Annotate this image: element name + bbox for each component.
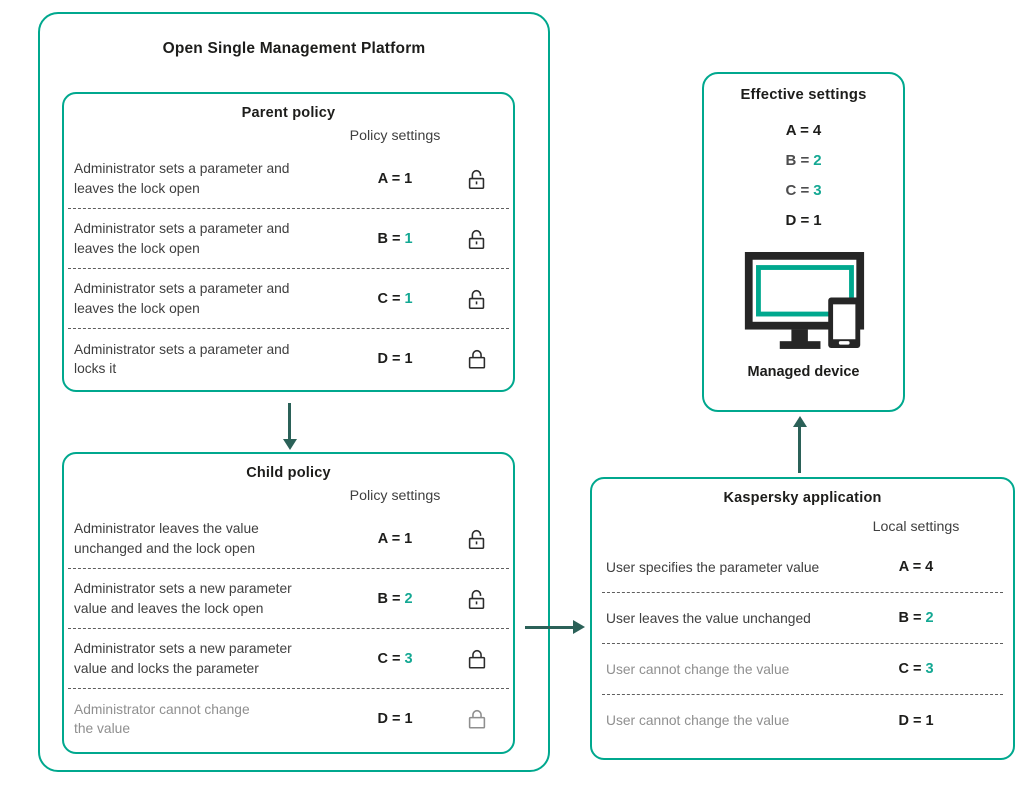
setting-value: A =1 xyxy=(377,170,413,187)
table-row: Administrator sets a parameter and locks… xyxy=(68,329,509,389)
parent-policy-box: Parent policy Policy settings Administra… xyxy=(62,92,515,392)
table-row: Administrator sets a new parameter value… xyxy=(68,569,509,629)
table-row: Administrator sets a new parameter value… xyxy=(68,629,509,689)
setting-value: C =3 xyxy=(377,650,413,667)
child-policy-box: Child policy Policy settings Administrat… xyxy=(62,452,515,754)
effective-settings-box: Effective settings A =4 B =2 C =3 D =1 xyxy=(702,72,905,412)
managed-device-icon xyxy=(704,248,903,351)
row-description: User leaves the value unchanged xyxy=(606,610,811,626)
child-policy-settings-header-row: Policy settings xyxy=(68,482,509,509)
table-row: Administrator cannot change the value D … xyxy=(68,689,509,749)
row-description: User cannot change the value xyxy=(606,661,790,677)
parent-policy-settings-header-row: Policy settings xyxy=(68,122,509,149)
row-description: Administrator sets a parameter and leave… xyxy=(74,221,290,256)
effective-value: D =1 xyxy=(785,211,822,229)
row-description: Administrator sets a parameter and leave… xyxy=(74,161,290,196)
kaspersky-application-title: Kaspersky application xyxy=(723,490,882,506)
table-row: User specifies the parameter value A =4 xyxy=(602,542,1003,593)
row-description: Administrator sets a parameter and locks… xyxy=(74,341,290,376)
lock-closed-icon xyxy=(445,347,509,371)
table-row: User cannot change the value D =1 xyxy=(602,695,1003,746)
lock-open-icon xyxy=(445,587,509,611)
effective-value: C =3 xyxy=(785,181,822,199)
lock-open-icon xyxy=(445,227,509,251)
setting-value: B =2 xyxy=(377,590,413,607)
lock-closed-icon xyxy=(445,707,509,731)
platform-title: Open Single Management Platform xyxy=(162,40,426,57)
row-description: Administrator sets a new parameter value… xyxy=(74,581,292,616)
lock-closed-icon xyxy=(445,647,509,671)
table-row: Administrator leaves the value unchanged… xyxy=(68,509,509,569)
child-policy-settings-header: Policy settings xyxy=(349,487,441,504)
setting-value: D =1 xyxy=(898,712,934,729)
setting-value: A =1 xyxy=(377,530,413,547)
effective-settings-values: A =4 B =2 C =3 D =1 xyxy=(704,115,903,235)
local-settings-header: Local settings xyxy=(872,519,960,535)
lock-open-icon xyxy=(445,527,509,551)
row-description: Administrator leaves the value unchanged… xyxy=(74,521,259,556)
lock-open-icon xyxy=(445,287,509,311)
parent-policy-title: Parent policy xyxy=(241,105,336,121)
setting-value: B =2 xyxy=(898,610,934,626)
table-row: User leaves the value unchanged B =2 xyxy=(602,593,1003,644)
local-settings-header-row: Local settings xyxy=(602,512,1003,542)
row-description: User specifies the parameter value xyxy=(606,559,820,575)
table-row: Administrator sets a parameter and leave… xyxy=(68,209,509,269)
parent-policy-settings-header: Policy settings xyxy=(349,127,441,144)
row-description: Administrator sets a new parameter value… xyxy=(74,641,292,676)
setting-value: C =3 xyxy=(898,661,934,677)
managed-device-label: Managed device xyxy=(747,364,860,380)
row-description: Administrator sets a parameter and leave… xyxy=(74,281,290,316)
table-row: Administrator sets a parameter and leave… xyxy=(68,269,509,329)
effective-settings-title: Effective settings xyxy=(740,87,867,103)
lock-open-icon xyxy=(445,167,509,191)
setting-value: B =1 xyxy=(377,230,413,247)
effective-value: B =2 xyxy=(785,151,822,169)
table-row: User cannot change the value C =3 xyxy=(602,644,1003,695)
row-description: Administrator cannot change the value xyxy=(74,701,250,736)
setting-value: D =1 xyxy=(377,351,413,367)
row-description: User cannot change the value xyxy=(606,713,790,728)
effective-value: A =4 xyxy=(785,121,822,139)
child-policy-title: Child policy xyxy=(246,465,331,481)
setting-value: A =4 xyxy=(898,559,934,575)
table-row: Administrator sets a parameter and leave… xyxy=(68,149,509,209)
setting-value: D =1 xyxy=(377,711,413,727)
setting-value: C =1 xyxy=(377,290,413,307)
kaspersky-application-box: Kaspersky application Local settings Use… xyxy=(590,477,1015,760)
